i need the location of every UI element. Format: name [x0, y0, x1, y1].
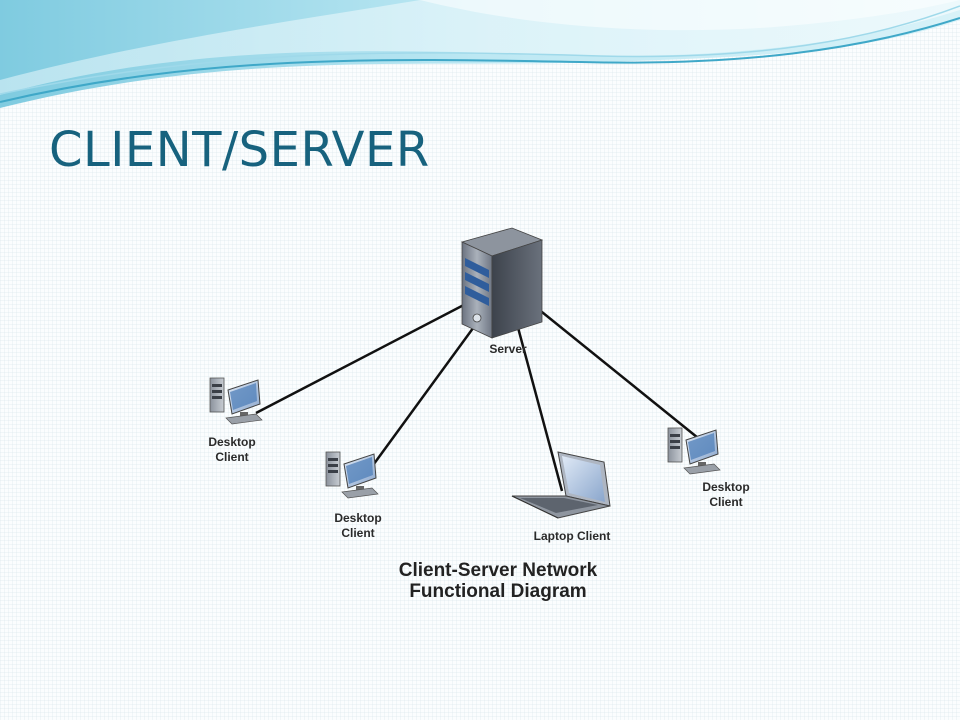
desktop-client-label: Desktop Client: [702, 480, 750, 509]
desktop-client-label: Desktop Client: [334, 511, 382, 540]
diagram-caption: Client-Server Network Functional Diagram: [398, 560, 598, 602]
client-server-diagram: Server Desktop Client Desktop Client Lap…: [168, 200, 792, 632]
slide-title: CLIENT/SERVER: [49, 122, 430, 178]
server-tower-icon: [460, 227, 544, 339]
laptop-icon: [511, 451, 611, 519]
diagram-canvas: [209, 227, 721, 519]
desktop-computer-icon: [325, 451, 379, 499]
server-label: Server: [489, 342, 527, 356]
header-swoosh: [0, 0, 960, 108]
desktop-computer-icon: [209, 377, 263, 425]
laptop-client-label: Laptop Client: [533, 529, 611, 543]
desktop-client-label: Desktop Client: [208, 435, 256, 464]
